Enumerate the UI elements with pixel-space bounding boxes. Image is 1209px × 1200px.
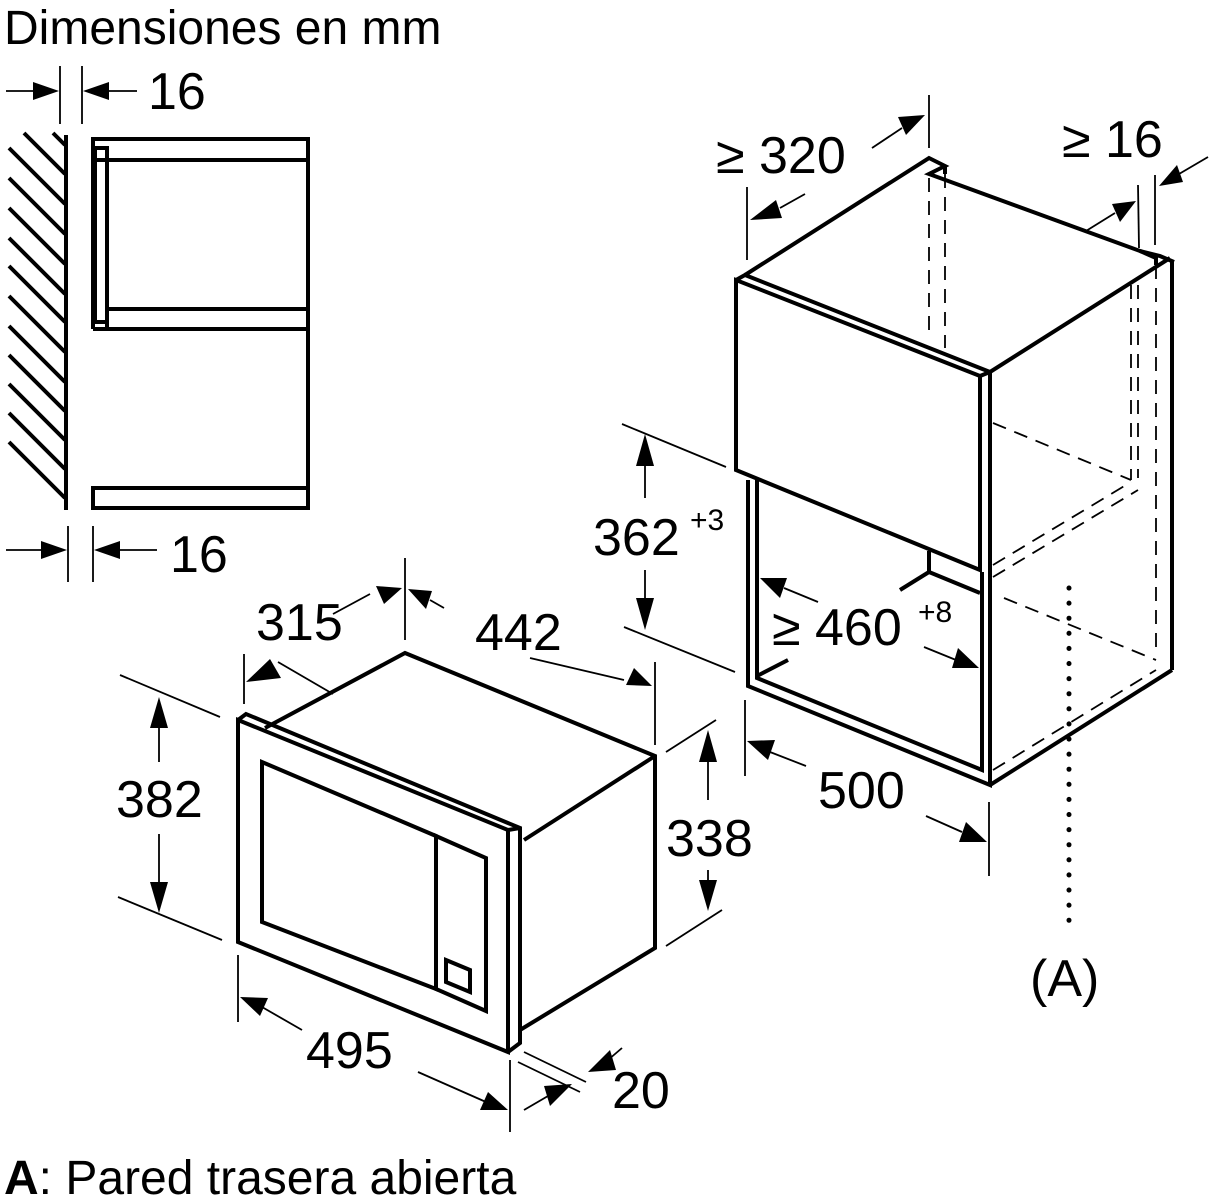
wall-hatching <box>7 131 68 510</box>
legend-text: Pared trasera abierta <box>52 1152 517 1200</box>
tolerance-label: +3 <box>690 504 724 537</box>
dimension-label: 16 <box>148 63 206 121</box>
arrow-down-icon <box>150 882 168 913</box>
dimension-appliance-front-height: 382 <box>116 674 223 941</box>
dimension-opening-width: ≥ 460 +8 <box>760 578 979 668</box>
dimension-appliance-front-width: 495 <box>237 955 511 1132</box>
hidden-edges <box>928 174 1157 771</box>
dimension-label: ≥ 460 <box>772 599 902 657</box>
arrow-up-right-icon <box>1112 201 1136 222</box>
legend-key: A <box>4 1152 39 1200</box>
cabinet-niche-isometric <box>734 155 1175 933</box>
arrow-up-right-icon <box>898 115 925 135</box>
open-back-marker: (A) <box>1030 950 1099 1008</box>
legend: A: Pared trasera abierta <box>4 1152 517 1200</box>
arrow-down-left-icon <box>750 200 782 220</box>
dimension-appliance-body-height: 338 <box>665 719 753 947</box>
arrow-down-right-icon <box>959 822 987 842</box>
arrow-down-left-icon <box>1159 165 1183 186</box>
dimension-appliance-depth: 315 <box>243 558 406 704</box>
dimension-label: 16 <box>170 526 228 584</box>
arrow-up-icon <box>150 697 168 728</box>
arrow-up-left-icon <box>240 997 268 1016</box>
arrow-left-icon <box>94 541 120 559</box>
dimension-label: ≥ 16 <box>1062 111 1163 169</box>
dimension-top-gap: 16 <box>6 63 206 124</box>
side-view-wall-mounting: 16 16 <box>6 63 310 584</box>
diagram-title: Dimensiones en mm <box>4 2 441 55</box>
arrow-up-left-icon <box>747 740 775 760</box>
dimension-label: 495 <box>306 1022 393 1080</box>
arrow-up-left-icon <box>760 578 787 598</box>
dimension-cabinet-width: 500 <box>744 700 990 876</box>
dimension-label: 338 <box>666 810 753 868</box>
arrow-right-icon <box>33 82 59 100</box>
dimension-label: 362 <box>593 509 680 567</box>
dimension-label: ≥ 320 <box>716 127 846 185</box>
dimension-label: 500 <box>818 762 905 820</box>
dimension-label: 315 <box>256 594 343 652</box>
arrow-up-right-icon <box>376 586 402 604</box>
dimension-label: 20 <box>612 1062 670 1120</box>
arrow-down-right-icon <box>626 668 652 686</box>
arrow-down-right-icon <box>480 1092 508 1110</box>
dimension-label: 442 <box>475 604 562 662</box>
tolerance-label: +8 <box>918 596 952 629</box>
arrow-up-left-icon <box>408 589 432 609</box>
dimension-min-depth: ≥ 320 <box>716 95 930 260</box>
arrow-down-icon <box>699 880 717 911</box>
dimension-appliance-width: 442 <box>408 589 656 745</box>
dimension-front-thickness: 20 <box>517 1047 670 1120</box>
dimension-label: 382 <box>116 771 203 829</box>
wall-cabinet-side-section <box>91 137 310 510</box>
dimension-side-gap: ≥ 16 <box>1062 111 1209 249</box>
arrow-right-icon <box>41 541 67 559</box>
legend-separator: : <box>39 1152 52 1200</box>
arrow-left-icon <box>83 82 109 100</box>
microwave-appliance-isometric <box>236 650 657 1055</box>
dimension-opening-height: 362 +3 <box>593 423 736 673</box>
arrow-up-icon <box>636 434 654 466</box>
arrow-up-icon <box>699 730 717 762</box>
arrow-down-right-icon <box>952 648 979 668</box>
arrow-up-right-icon <box>544 1084 572 1106</box>
arrow-down-left-icon <box>588 1050 616 1072</box>
arrow-down-icon <box>636 598 654 630</box>
dimension-bottom-gap: 16 <box>6 526 228 584</box>
arrow-down-left-icon <box>246 659 281 682</box>
